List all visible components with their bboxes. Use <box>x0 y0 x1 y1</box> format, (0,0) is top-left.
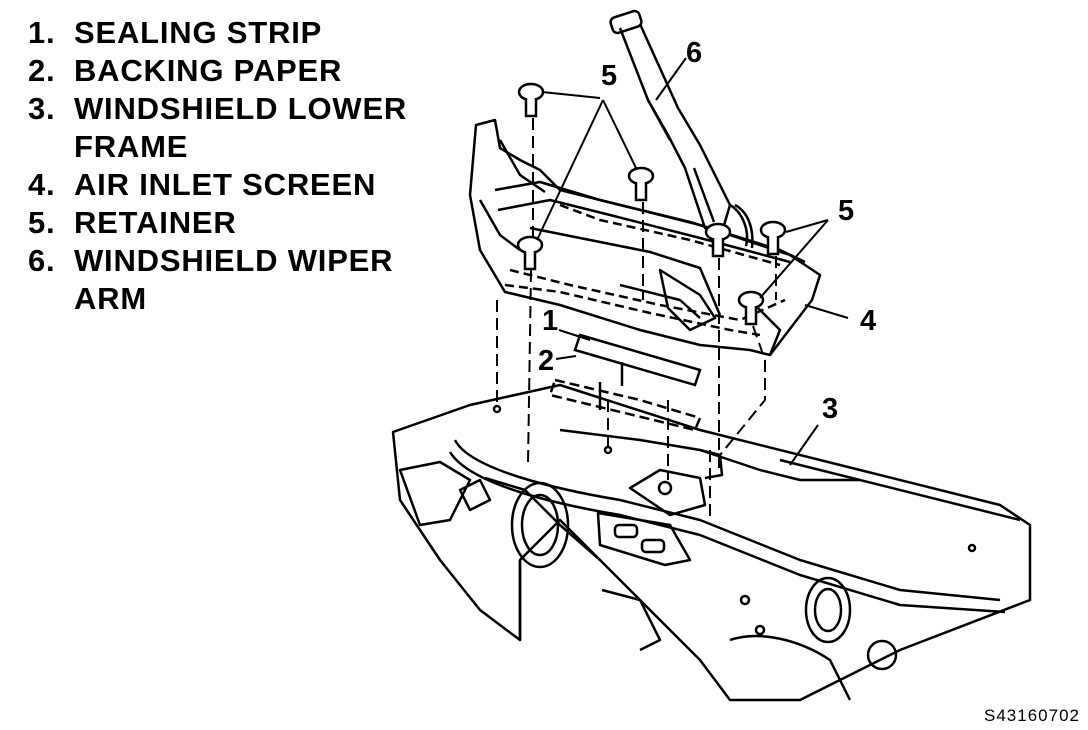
legend-item-number: 4. <box>28 167 56 202</box>
leader-lines <box>536 57 849 466</box>
callout-4: 4 <box>860 305 876 337</box>
legend-item-label: ARM <box>74 281 147 316</box>
alignment-lines <box>496 118 777 520</box>
legend-item: 5. RETAINER <box>28 204 407 242</box>
callout-5-right: 5 <box>838 195 854 227</box>
legend-item: 1. SEALING STRIP <box>28 14 407 52</box>
callout-5-upper: 5 <box>601 60 617 92</box>
windshield-wiper-arm <box>609 9 754 332</box>
backing-paper <box>548 362 702 432</box>
legend-item: 4. AIR INLET SCREEN <box>28 166 407 204</box>
legend-item-label: RETAINER <box>74 205 237 240</box>
legend-item-number: 1. <box>28 15 56 50</box>
legend-item-number: 3. <box>28 91 56 126</box>
legend-item-label: AIR INLET SCREEN <box>74 167 377 202</box>
legend-item-label: BACKING PAPER <box>74 53 343 88</box>
legend-item-label: FRAME <box>74 129 189 164</box>
legend-list: 1. SEALING STRIP 2. BACKING PAPER 3. WINDSHIE… <box>28 14 407 318</box>
legend-item-number: 5. <box>28 205 56 240</box>
sealing-strip <box>573 333 702 387</box>
legend-item-label: WINDSHIELD LOWER <box>74 91 408 126</box>
legend-item-label: SEALING STRIP <box>74 15 323 50</box>
air-inlet-screen <box>468 118 822 357</box>
callout-6: 6 <box>686 37 702 69</box>
windshield-lower-frame <box>391 383 1032 702</box>
callout-1: 1 <box>542 305 558 337</box>
figure-code: S43160702 <box>984 706 1080 725</box>
legend-item-number: 2. <box>28 53 56 88</box>
callout-3: 3 <box>822 393 838 425</box>
retainer-group <box>516 82 787 326</box>
callout-2: 2 <box>538 345 554 377</box>
legend-item-number: 6. <box>28 243 56 278</box>
legend-item: 2. BACKING PAPER <box>28 52 407 90</box>
legend-item-label: WINDSHIELD WIPER <box>74 243 394 278</box>
